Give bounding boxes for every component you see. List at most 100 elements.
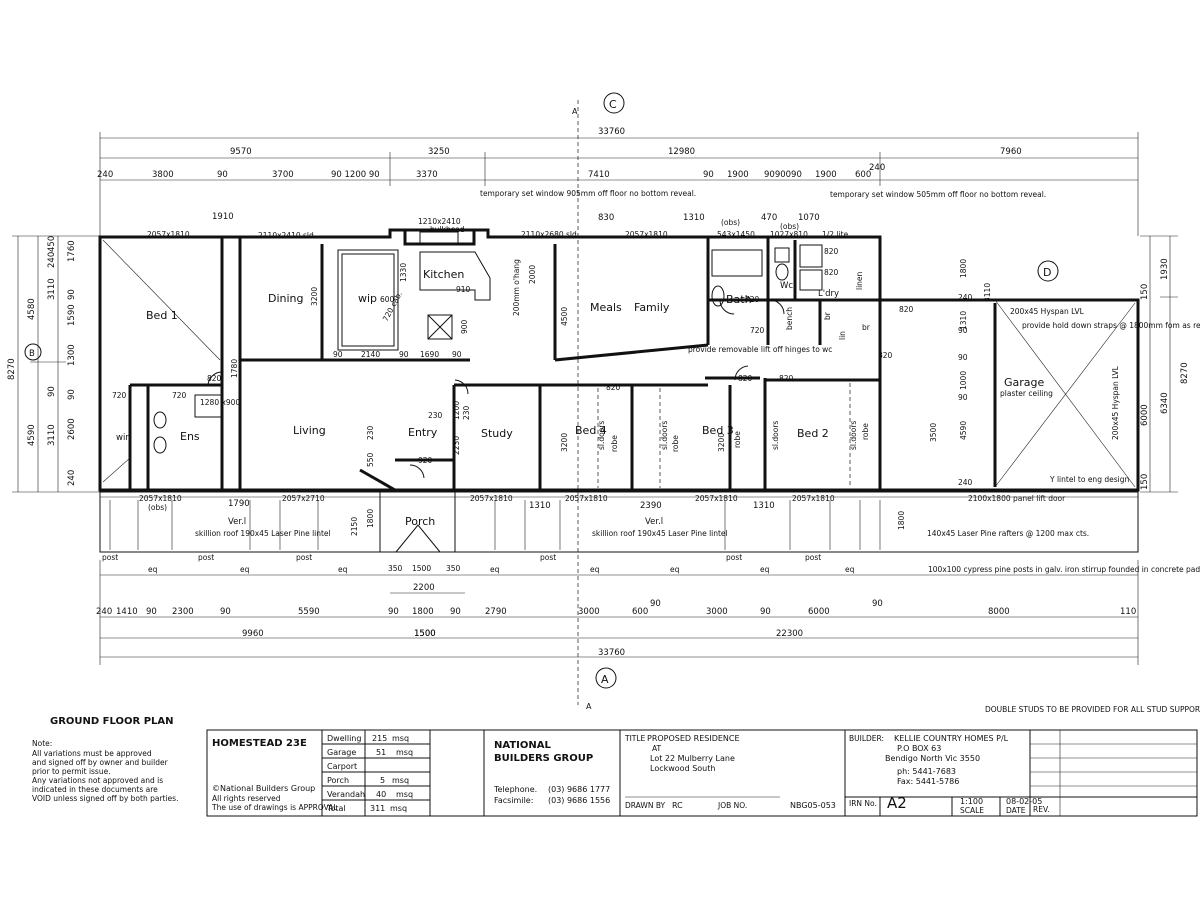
right-part-dim-1: 1930 xyxy=(1160,258,1170,280)
window-label: 2057x1810 xyxy=(625,230,668,239)
rights-note-2: The use of drawings is APPROVAL xyxy=(211,803,338,812)
room-labels: Bed 1 Dining Kitchen wip Meals Family Ba… xyxy=(116,268,1053,528)
area-value: 311 xyxy=(370,804,385,813)
top-row1-dim-2: 3250 xyxy=(428,147,450,157)
bottom-row1-dim-2: 1410 xyxy=(116,607,138,617)
interior-dim: 820 xyxy=(899,305,914,314)
interior-dim: 2150 xyxy=(350,517,359,536)
interior-dim: 90 xyxy=(399,350,409,359)
interior-dim: 820 xyxy=(824,268,839,277)
top-row2-dim-5: 90 1200 90 xyxy=(331,170,380,180)
fixture-label: robe xyxy=(671,435,680,452)
interior-dim: 3200 xyxy=(310,287,319,306)
interior-dim: 1690 xyxy=(420,350,439,359)
room-ver2: Ver.l xyxy=(645,517,663,527)
fixture-label: robe xyxy=(861,423,870,440)
area-label: Total xyxy=(326,804,346,813)
bottom-row1-dim-13: 90 xyxy=(650,599,661,609)
job-no-label: JOB NO. xyxy=(717,801,747,810)
notes-line: All variations must be approved xyxy=(32,749,152,758)
left-sub-dim-6: 3110 xyxy=(47,424,57,446)
bottom-row1-dim-9: 90 xyxy=(450,607,461,617)
area-unit: msq xyxy=(396,748,413,757)
section-marker-a: A xyxy=(601,673,609,686)
area-label: Garage xyxy=(327,748,356,757)
date-label: DATE xyxy=(1006,806,1026,815)
interior-dim: 1800 xyxy=(959,259,968,278)
area-label: Verandah xyxy=(327,790,365,799)
room-ldry: L'dry xyxy=(818,289,839,299)
copyright: ©National Builders Group xyxy=(212,784,315,793)
interior-dim: 90 xyxy=(958,353,968,362)
top-row2-dim-9: 1900 xyxy=(727,170,749,180)
annotation-skillion-2: skillion roof 190x45 Laser Pine lintel xyxy=(592,529,728,538)
interior-dim: 820 xyxy=(738,374,753,383)
top-row1-dim-4: 7960 xyxy=(1000,147,1022,157)
left-small-dim-1: 450 xyxy=(47,236,57,252)
post-label: post xyxy=(296,553,312,562)
interior-dim: 720 xyxy=(745,295,760,304)
window-label: 1790 xyxy=(228,499,250,509)
room-dining: Dining xyxy=(268,292,304,305)
window-label: 1210x2410 xyxy=(418,217,461,226)
room-bath: Bath xyxy=(726,293,752,306)
top-row2-dim-1: 240 xyxy=(97,170,113,180)
builder-box: P.O BOX 63 xyxy=(897,744,941,753)
interior-dim: 820 xyxy=(824,247,839,256)
interior-dim: 240 xyxy=(958,293,973,302)
room-bed4: Bed 4 xyxy=(575,424,607,437)
scale-value: 1:100 xyxy=(960,797,983,806)
eq-label: eq xyxy=(670,565,680,574)
bottom-row1-dim-6: 5590 xyxy=(298,607,320,617)
window-label: (obs) xyxy=(721,218,740,227)
top-row2-dim-3: 90 xyxy=(217,170,228,180)
interior-dim: 2230 xyxy=(452,436,461,455)
interior-dim: 900 xyxy=(460,319,469,334)
facsimile-label: Facsimile: xyxy=(494,796,533,805)
bottom-row1-dim-19: 110 xyxy=(1120,607,1136,617)
annotation-rafters: 140x45 Laser Pine rafters @ 1200 max cts… xyxy=(927,529,1089,538)
room-ver1: Ver.l xyxy=(228,517,246,527)
top-row2-dim-8: 90 xyxy=(703,170,714,180)
right-part-dim-2: 6340 xyxy=(1160,392,1170,414)
area-unit: msq xyxy=(392,734,409,743)
area-unit: msq xyxy=(390,804,407,813)
fixture-label: bench xyxy=(785,307,794,330)
window-label: 543x1450 xyxy=(717,230,755,239)
area-unit: msq xyxy=(396,790,413,799)
right-small-dim-2: 150 xyxy=(1140,474,1150,490)
left-sub-dim-3: 1590 xyxy=(67,304,77,326)
fixture-label: br xyxy=(862,323,871,332)
post-label: post xyxy=(805,553,821,562)
interior-dim: 1500 xyxy=(412,564,431,573)
top-row2-dim-11: 1900 xyxy=(815,170,837,180)
sheet-label: IRN No. xyxy=(849,799,877,808)
window-label: 470 xyxy=(761,213,777,223)
builder-town: Bendigo North Vic 3550 xyxy=(885,754,980,763)
eq-label: eq xyxy=(490,565,500,574)
room-living: Living xyxy=(293,424,326,437)
top-row2-dim-10: 9090090 xyxy=(764,170,802,180)
verandah xyxy=(99,491,1139,665)
post-label: post xyxy=(726,553,742,562)
eq-label: eq xyxy=(845,565,855,574)
window-label: 2057x1810 xyxy=(792,494,835,503)
interior-dim: 230 xyxy=(462,405,471,420)
section-marker-c: C xyxy=(609,98,617,111)
interior-dim: 1800 xyxy=(897,511,906,530)
room-ens: Ens xyxy=(180,430,200,443)
room-wc: Wc xyxy=(780,281,793,291)
top-row1-dim-3: 12980 xyxy=(668,147,695,157)
left-total-dim: 8270 xyxy=(7,358,17,380)
room-kitchen: Kitchen xyxy=(423,268,464,281)
interior-dim: 550 xyxy=(366,452,375,467)
window-label: 1070 xyxy=(798,213,820,223)
area-unit: msq xyxy=(392,776,409,785)
window-label: 2057x1810 xyxy=(147,230,190,239)
builder-name: KELLIE COUNTRY HOMES P/L xyxy=(894,734,1009,743)
interior-dim: 820 xyxy=(606,383,621,392)
right-total-dim: 8270 xyxy=(1180,362,1190,384)
top-dimensions: 33760 9570 3250 12980 7960 240 3800 90 3… xyxy=(97,127,1139,236)
fixture-label: lin xyxy=(838,331,847,340)
